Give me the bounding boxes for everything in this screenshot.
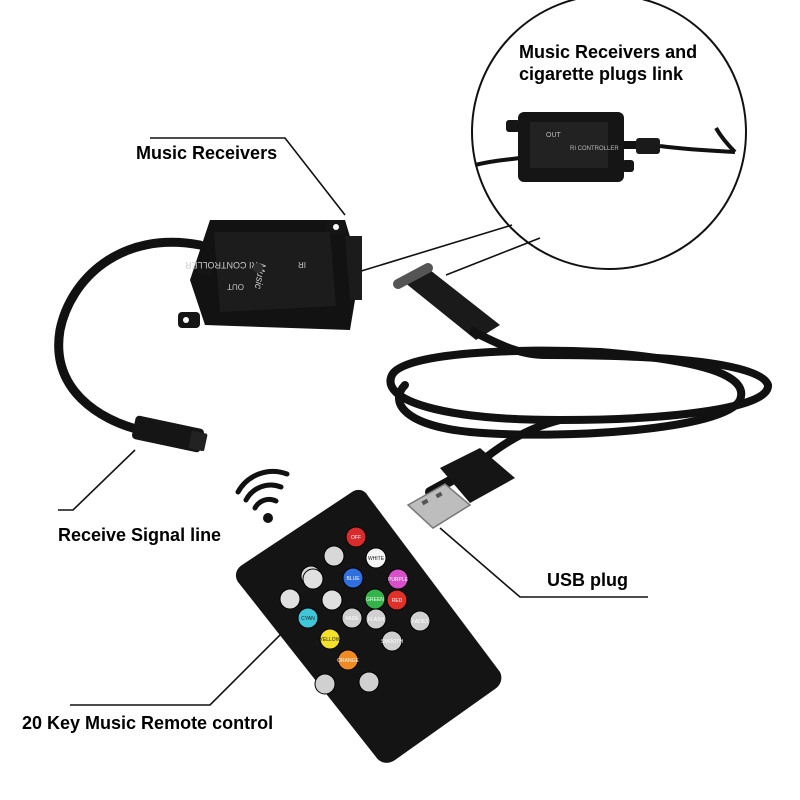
remote-key-label: CYAN xyxy=(301,616,315,622)
leader-usb xyxy=(439,527,648,598)
callout-music-receivers: Music Receivers xyxy=(136,143,278,163)
remote-key-label: BLUE xyxy=(346,576,360,582)
leader-zoom-link-1 xyxy=(357,224,513,273)
remote-key-yellow[interactable] xyxy=(319,628,341,650)
remote-key-label: GREEN xyxy=(366,597,384,603)
leader-receive-signal xyxy=(58,449,136,511)
remote-key-fade[interactable] xyxy=(341,607,363,629)
remote-key-label: RED xyxy=(392,598,403,604)
remote-key-blue[interactable] xyxy=(342,567,364,589)
remote-key-blank-1[interactable] xyxy=(323,545,345,567)
remote-key-label: WHITE xyxy=(368,556,385,562)
remote-key-blank-19[interactable] xyxy=(358,671,380,693)
callout-zoom-title-line1: Music Receivers and xyxy=(519,42,698,62)
coiled-cable xyxy=(386,346,772,474)
dc-barrel-plug xyxy=(393,263,546,359)
remote-key-red[interactable] xyxy=(386,589,408,611)
remote-key-label: FADE xyxy=(345,616,359,622)
usb-plug xyxy=(406,448,515,529)
remote-key-blank-18[interactable] xyxy=(314,673,336,695)
remote-key-blank-8[interactable] xyxy=(321,589,343,611)
remote-key-label: FLASH xyxy=(368,617,385,623)
leader-music-receivers xyxy=(150,137,346,216)
remote-key-blank-5[interactable] xyxy=(302,568,324,590)
leader-remote xyxy=(70,627,288,706)
callout-receive-signal: Receive Signal line xyxy=(58,525,222,545)
remote-key-label: PURPLE xyxy=(388,577,409,583)
remote-key-off[interactable] xyxy=(345,526,367,548)
leader-zoom-link-2 xyxy=(445,237,541,276)
callout-zoom-title: Music Receivers and cigarette plugs link xyxy=(519,41,719,85)
zoom-controller-text: RI CONTROLLER xyxy=(570,146,619,152)
remote-key-flash[interactable] xyxy=(365,608,387,630)
remote-key-label: FADE3 xyxy=(412,619,428,625)
music-receiver-box: RI CONTROLLER IR OUT Music xyxy=(178,220,362,330)
remote-key-purple[interactable] xyxy=(387,568,409,590)
receiver-ir-text: IR xyxy=(298,260,306,269)
receive-signal-cable xyxy=(54,237,208,453)
callout-usb-plug: USB plug xyxy=(547,570,628,590)
callout-zoom-title-line2: cigarette plugs link xyxy=(519,64,684,84)
remote-key-cyan[interactable] xyxy=(297,607,319,629)
callout-remote: 20 Key Music Remote control xyxy=(22,713,274,733)
receiver-out-text: OUT xyxy=(227,282,244,291)
remote-key-label: OFF xyxy=(351,535,361,541)
remote-keypad: OFFONWHITEBLUEPURPLEGREENCYANFADEREDYELL… xyxy=(279,526,431,695)
receiver-controller-text: RI CONTROLLER xyxy=(184,260,258,270)
remote-key-label: SMOOTH xyxy=(381,639,403,645)
remote-key-label: YELLOW xyxy=(320,637,341,643)
remote-control: OFFONWHITEBLUEPURPLEGREENCYANFADEREDYELL… xyxy=(235,489,502,763)
zoomed-music-receiver: OUT RI CONTROLLER xyxy=(474,112,737,182)
remote-key-label: ORANGE xyxy=(337,658,359,664)
remote-key-fade3[interactable] xyxy=(409,610,431,632)
remote-key-white[interactable] xyxy=(365,547,387,569)
zoom-out-text: OUT xyxy=(546,132,562,139)
remote-key-smooth[interactable] xyxy=(381,630,403,652)
remote-key-orange[interactable] xyxy=(337,649,359,671)
wireless-signal-icon xyxy=(235,468,290,523)
remote-key-blank-4[interactable] xyxy=(279,588,301,610)
